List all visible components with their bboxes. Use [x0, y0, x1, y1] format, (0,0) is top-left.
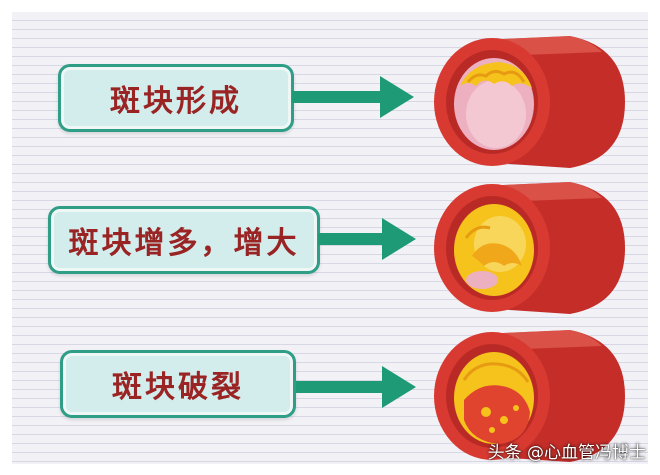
artery-plaque-forming-icon [434, 36, 625, 168]
watermark-text: 头条 @心血管冯博士 [487, 442, 646, 463]
arrow-icon [292, 76, 414, 118]
step-label-text: 斑块形成 [110, 84, 242, 119]
step-label-plaque-growth: 斑块增多，增大 [48, 206, 320, 274]
watermark: 头条 @心血管冯博士 [488, 437, 646, 463]
arrow-icon [296, 366, 416, 408]
step-label-plaque-formation: 斑块形成 [58, 64, 294, 132]
artery-plaque-rupture-icon [434, 330, 625, 462]
step-label-text: 斑块增多，增大 [68, 226, 300, 261]
artery-plaque-growing-icon [434, 182, 625, 314]
cropped-caption [250, 462, 450, 472]
step-label-text: 斑块破裂 [112, 370, 244, 405]
arrow-icon [318, 218, 416, 260]
step-label-plaque-rupture: 斑块破裂 [60, 350, 296, 418]
